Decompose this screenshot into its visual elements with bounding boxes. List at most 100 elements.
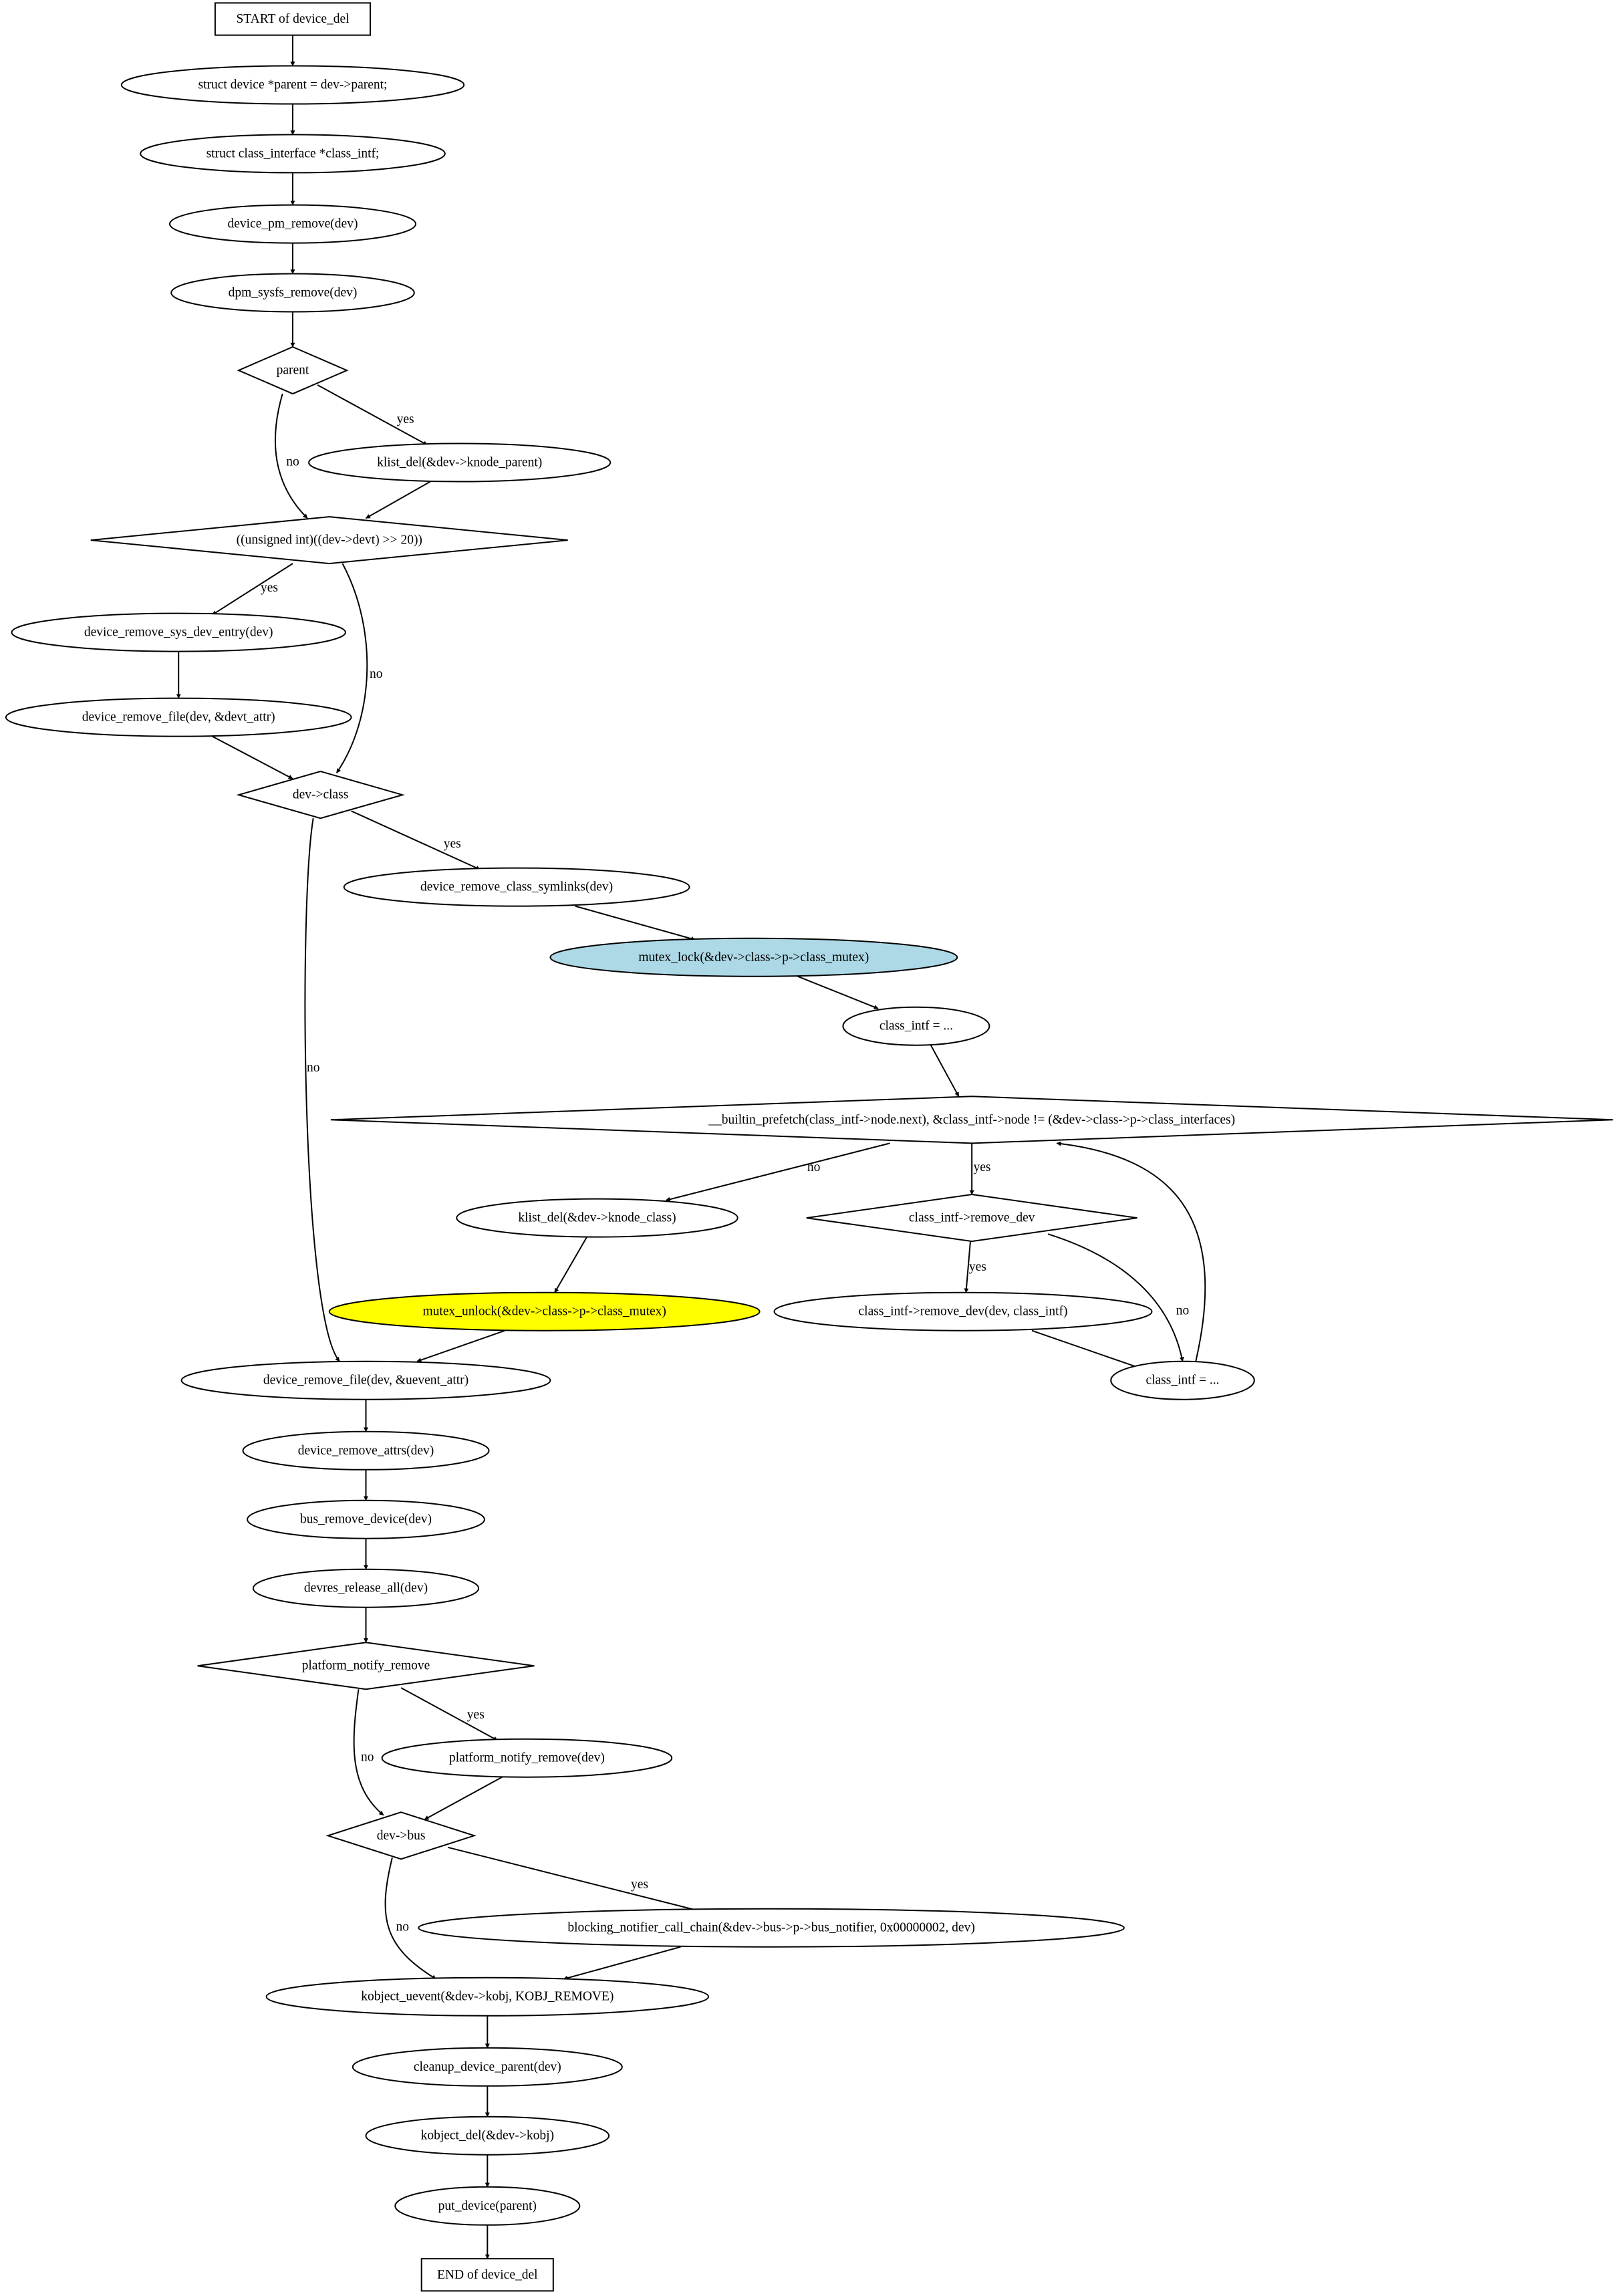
edge-label: no [370, 667, 383, 681]
edge-line [1056, 1141, 1206, 1362]
node-n3: device_pm_remove(dev) [169, 204, 416, 244]
node-label: dpm_sysfs_remove(dev) [229, 286, 358, 300]
edge-line [554, 1236, 588, 1293]
edge-d_devt-to-n6: yes [212, 563, 293, 616]
node-n9: mutex_lock(&dev->class->p->class_mutex) [549, 937, 958, 977]
edge-n9-to-n10 [797, 975, 879, 1009]
ellipse-shape [11, 612, 346, 652]
node-label: klist_del(&dev->knode_class) [518, 1211, 676, 1225]
node-label: kobject_del(&dev->kobj) [421, 2129, 554, 2143]
node-label: blocking_notifier_call_chain(&dev->bus->… [567, 1921, 975, 1935]
edge-n8-to-n9 [575, 905, 696, 941]
node-label: dev->class [293, 788, 349, 802]
node-n20: blocking_notifier_call_chain(&dev->bus->… [418, 1908, 1125, 1948]
edge-line [1047, 1233, 1184, 1362]
ellipse-shape [365, 2116, 610, 2156]
edge-line [274, 393, 308, 519]
edge-line [317, 384, 428, 446]
diamond-shape [197, 1642, 535, 1690]
node-d_class: dev->class [236, 771, 405, 819]
edge-d_loop-to-d_rmdev: yes [969, 1143, 991, 1195]
node-end: END of device_del [420, 2258, 554, 2292]
edge-label: yes [969, 1260, 986, 1274]
ellipse-shape [120, 65, 465, 105]
edge-n15-to-d_loop [1056, 1141, 1206, 1362]
diamond-shape [325, 1811, 477, 1860]
ellipse-shape [247, 1499, 485, 1539]
ellipse-shape [328, 1291, 761, 1331]
edge-d_parent-to-n5: yes [317, 384, 428, 446]
node-d_rmdev: class_intf->remove_dev [806, 1193, 1137, 1243]
node-label: devres_release_all(dev) [304, 1581, 428, 1596]
edge-d_bus-to-n21: no [384, 1857, 437, 1980]
ellipse-shape [140, 134, 446, 174]
node-label: struct device *parent = dev->parent; [198, 78, 388, 92]
node-label: parent [277, 364, 309, 378]
node-n6: device_remove_sys_dev_entry(dev) [11, 612, 346, 652]
edge-d_loop-to-n11: no [665, 1142, 890, 1202]
edge-label: yes [444, 837, 461, 851]
edge-label: no [1176, 1304, 1190, 1318]
edge-d_rmdev-to-n13: yes [964, 1241, 986, 1293]
ellipse-shape [169, 204, 416, 244]
node-d_loop: __builtin_prefetch(class_intf->node.next… [330, 1096, 1613, 1144]
edge-line [365, 481, 431, 519]
node-label: struct class_interface *class_intf; [207, 146, 380, 160]
edge-n13-to-n15 [1031, 1329, 1142, 1370]
edge-label: yes [974, 1160, 991, 1174]
node-d_pnr: platform_notify_remove [197, 1642, 535, 1690]
edge-d_parent-to-d_devt: no [274, 393, 308, 519]
node-label: device_remove_attrs(dev) [298, 1444, 434, 1458]
node-label: class_intf = ... [880, 1019, 953, 1033]
node-label: platform_notify_remove(dev) [449, 1751, 605, 1765]
ellipse-shape [265, 1976, 709, 2017]
edge-d_rmdev-to-n15: no [1047, 1233, 1190, 1362]
ellipse-shape [252, 1568, 480, 1608]
diamond-shape [236, 771, 405, 819]
edge-d_class-to-n14: no [304, 818, 340, 1362]
edge-line [964, 1241, 971, 1293]
edge-d_pnr-to-d_bus: no [353, 1689, 384, 1816]
node-n8: device_remove_class_symlinks(dev) [343, 867, 690, 907]
node-label: device_pm_remove(dev) [228, 217, 358, 231]
ellipse-shape [352, 2047, 623, 2087]
edge-label: no [361, 1751, 374, 1765]
ellipse-shape [308, 442, 612, 483]
node-label: START of device_del [236, 12, 350, 26]
edge-line [212, 563, 293, 616]
edge-line [416, 1329, 505, 1362]
node-label: class_intf->remove_dev(dev, class_intf) [859, 1305, 1068, 1319]
ellipse-shape [5, 697, 352, 737]
box-shape [420, 2258, 554, 2292]
node-n15: class_intf = ... [1110, 1360, 1255, 1400]
ellipse-shape [1110, 1360, 1255, 1400]
edge-line [353, 1689, 384, 1816]
edge-line [335, 563, 368, 773]
edge-d_pnr-to-n19: yes [400, 1687, 499, 1741]
node-n13: class_intf->remove_dev(dev, class_intf) [773, 1291, 1153, 1331]
node-label: device_remove_file(dev, &uevent_attr) [263, 1374, 468, 1388]
node-n17: bus_remove_device(dev) [247, 1499, 485, 1539]
node-label: platform_notify_remove [302, 1659, 430, 1673]
node-n12: mutex_unlock(&dev->class->p->class_mutex… [328, 1291, 761, 1331]
ellipse-shape [418, 1908, 1125, 1948]
edge-line [351, 810, 481, 870]
node-label: class_intf = ... [1145, 1374, 1219, 1388]
edge-n19-to-d_bus [424, 1776, 503, 1821]
edge-line [665, 1142, 890, 1202]
ellipse-shape [549, 937, 958, 977]
ellipse-shape [842, 1006, 990, 1046]
edge-label: yes [631, 1878, 648, 1892]
diamond-shape [330, 1096, 1613, 1144]
node-d_bus: dev->bus [325, 1811, 477, 1860]
edge-line [447, 1846, 703, 1913]
ellipse-shape [394, 2186, 581, 2226]
edge-line [400, 1687, 499, 1741]
edge-line [212, 735, 293, 779]
edge-n7-to-d_class [212, 735, 293, 779]
node-label: ((unsigned int)((dev->devt) >> 20)) [237, 533, 422, 547]
node-label: put_device(parent) [438, 2199, 537, 2213]
node-n14: device_remove_file(dev, &uevent_attr) [180, 1360, 551, 1400]
edge-line [575, 905, 696, 941]
